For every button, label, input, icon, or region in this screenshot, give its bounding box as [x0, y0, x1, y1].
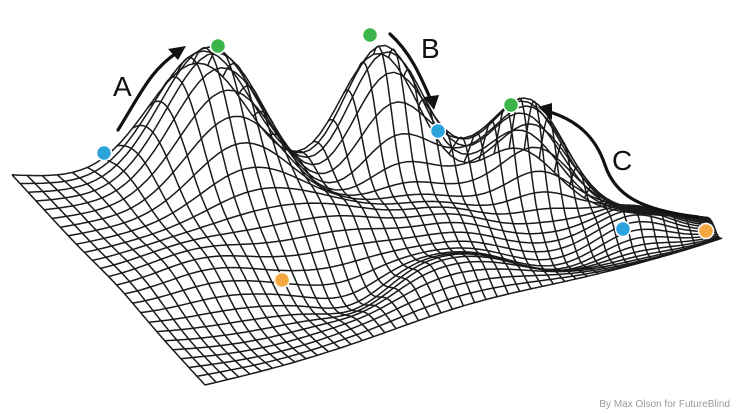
mesh-line-column — [207, 49, 352, 345]
valley-point — [614, 220, 632, 238]
mesh-line-column — [147, 100, 307, 360]
peak-point — [502, 96, 520, 114]
arrow-b-head — [424, 95, 439, 110]
mesh-line-column — [132, 124, 296, 363]
mesh-line-column — [298, 150, 420, 321]
mesh-line-column — [614, 204, 655, 260]
mesh-line-column — [448, 136, 532, 290]
arrow-c — [548, 110, 700, 219]
mesh-line-column — [327, 118, 442, 314]
mesh-line-column — [478, 119, 555, 285]
arrow-c-head — [538, 103, 552, 120]
mesh-line-column — [568, 166, 622, 269]
mesh-line-row — [164, 235, 719, 342]
arrow-b — [388, 32, 432, 100]
label-b: B — [421, 33, 440, 64]
mesh-line-column — [252, 110, 386, 334]
mesh-line-column — [117, 144, 285, 366]
mesh-line-column — [237, 85, 375, 338]
mesh-line-column — [598, 198, 644, 263]
mesh-line-column — [313, 140, 431, 318]
mesh-line-column — [71, 171, 251, 375]
label-a: A — [113, 71, 132, 102]
low-point — [697, 222, 715, 240]
low-point — [273, 271, 291, 289]
peak-point — [361, 26, 379, 44]
mesh-line-column — [222, 62, 363, 342]
valley-point — [429, 122, 447, 140]
mesh-line-column — [523, 100, 588, 277]
mesh-line-column — [192, 46, 341, 349]
mesh-line-column — [86, 166, 262, 372]
mesh-line-column — [41, 175, 229, 381]
mesh-line-column — [342, 89, 453, 310]
mesh-line-column — [283, 147, 408, 326]
mesh-line-column — [402, 68, 498, 297]
mesh-line-column — [387, 48, 487, 300]
markers — [95, 26, 715, 289]
mesh-line-column — [508, 97, 577, 280]
mesh-line-row — [36, 51, 708, 219]
mesh-line-column — [102, 158, 273, 369]
mesh-line-column — [177, 56, 330, 353]
arrow-a — [116, 50, 180, 132]
mesh-line-column — [704, 216, 723, 240]
surface-mesh — [11, 44, 723, 386]
mesh-line-column — [629, 206, 667, 257]
mesh-line-column — [644, 209, 678, 254]
credit-text: By Max Olson for FutureBlind — [599, 399, 730, 410]
mesh-line-column — [583, 185, 633, 266]
mesh-line-column — [162, 76, 318, 356]
mesh-line-column — [433, 126, 521, 292]
mesh-line-column — [26, 174, 217, 383]
valley-point — [95, 144, 113, 162]
label-c: C — [612, 145, 632, 176]
mesh-line-column — [372, 45, 476, 303]
arrow-a-head — [168, 46, 186, 60]
mesh-line-column — [56, 174, 240, 378]
mesh-line-row — [140, 228, 717, 314]
mesh-line-column — [11, 174, 206, 386]
labels: A B C — [113, 33, 632, 176]
mesh-line-column — [463, 131, 543, 287]
mesh-line-column — [357, 61, 465, 307]
arrows — [116, 32, 700, 219]
mesh-line-column — [553, 141, 610, 272]
mesh-line-column — [538, 116, 599, 275]
peak-point — [209, 37, 227, 55]
